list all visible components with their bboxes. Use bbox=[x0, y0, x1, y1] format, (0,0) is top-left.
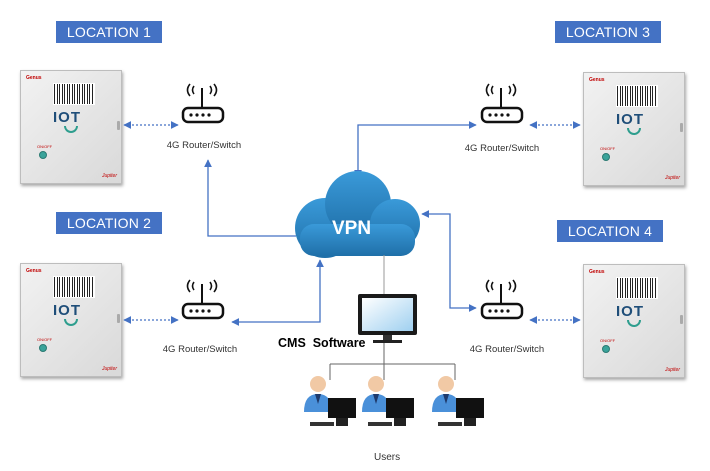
user-icon bbox=[362, 376, 414, 426]
panel-maker: Jupiter bbox=[101, 173, 117, 179]
iot-panel-location-2: Genus IOT ON/OFF Jupiter bbox=[20, 263, 122, 377]
panel-button bbox=[39, 344, 47, 352]
iot-panel-location-1: Genus IOT ON/OFF Jupiter bbox=[20, 70, 122, 184]
panel-button bbox=[602, 345, 610, 353]
users-label: Users bbox=[374, 452, 401, 463]
panel-router-links bbox=[123, 121, 581, 324]
router-4-label: 4G Router/Switch bbox=[469, 344, 545, 355]
router-icon bbox=[480, 83, 524, 124]
panel-brand: Genus bbox=[26, 75, 42, 81]
iot-logo-arc bbox=[64, 126, 78, 133]
link-router2-vpn bbox=[231, 259, 324, 326]
barcode-label bbox=[53, 276, 95, 298]
panel-button bbox=[39, 151, 47, 159]
barcode-label bbox=[53, 83, 95, 105]
panel-brand: Genus bbox=[589, 77, 605, 83]
link-vpn-router3 bbox=[354, 121, 477, 178]
barcode-label bbox=[616, 85, 658, 107]
user-icon bbox=[304, 376, 356, 426]
barcode-label bbox=[616, 277, 658, 299]
vpn-label: VPN bbox=[332, 218, 372, 239]
panel-latch bbox=[680, 315, 683, 324]
location-1-tag: LOCATION 1 bbox=[56, 21, 162, 43]
panel-maker: Jupiter bbox=[664, 367, 680, 373]
users-links bbox=[329, 343, 456, 380]
router-1-label: 4G Router/Switch bbox=[166, 140, 242, 151]
location-4-tag: LOCATION 4 bbox=[557, 220, 663, 242]
location-3-tag: LOCATION 3 bbox=[555, 21, 661, 43]
panel-latch bbox=[117, 121, 120, 130]
iot-panel-location-3: Genus IOT ON/OFF Jupiter bbox=[583, 72, 685, 186]
panel-brand: Genus bbox=[589, 269, 605, 275]
user-icon bbox=[432, 376, 484, 426]
location-2-tag: LOCATION 2 bbox=[56, 212, 162, 234]
panel-button bbox=[602, 153, 610, 161]
router-3-label: 4G Router/Switch bbox=[464, 143, 540, 154]
monitor-icon bbox=[358, 294, 417, 343]
panel-switch-label: ON/OFF bbox=[37, 337, 53, 342]
panel-latch bbox=[117, 314, 120, 323]
vpn-links bbox=[204, 121, 477, 326]
iot-logo: IOT bbox=[616, 303, 644, 320]
panel-maker: Jupiter bbox=[101, 366, 117, 372]
link-vpn-router4 bbox=[421, 210, 477, 312]
panel-switch-label: ON/OFF bbox=[600, 338, 616, 343]
router-icon bbox=[181, 83, 225, 124]
panel-brand: Genus bbox=[26, 268, 42, 274]
router-icon bbox=[480, 279, 524, 320]
panel-switch-label: ON/OFF bbox=[37, 144, 53, 149]
router-icon bbox=[181, 279, 225, 320]
iot-logo: IOT bbox=[53, 109, 81, 126]
iot-panel-location-4: Genus IOT ON/OFF Jupiter bbox=[583, 264, 685, 378]
iot-logo-arc bbox=[627, 320, 641, 327]
iot-logo-arc bbox=[627, 128, 641, 135]
iot-logo: IOT bbox=[616, 111, 644, 128]
panel-latch bbox=[680, 123, 683, 132]
vpn-cloud bbox=[295, 171, 420, 258]
panel-maker: Jupiter bbox=[664, 175, 680, 181]
iot-logo-arc bbox=[64, 319, 78, 326]
link-router1-vpn bbox=[204, 159, 296, 237]
iot-logo: IOT bbox=[53, 302, 81, 319]
router-2-label: 4G Router/Switch bbox=[162, 344, 238, 355]
cms-software-label: CMS Software bbox=[278, 336, 366, 350]
panel-switch-label: ON/OFF bbox=[600, 146, 616, 151]
